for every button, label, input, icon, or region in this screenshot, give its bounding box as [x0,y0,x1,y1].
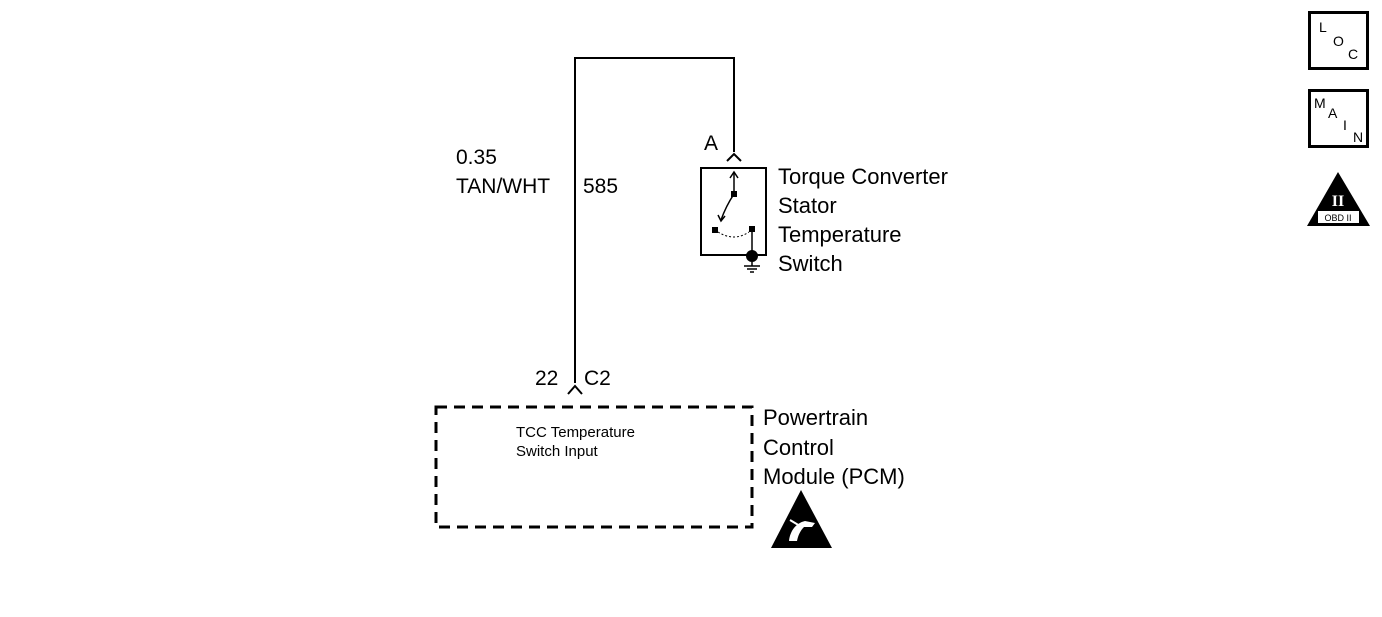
switch-box [700,167,767,256]
main-letter-m: M [1314,95,1326,111]
pcm-name-line-2: Control [763,435,834,460]
loc-letter-c: C [1348,46,1359,62]
connector-a-label: A [704,132,718,155]
connector-a-symbol [726,152,742,162]
obd-ii-icon[interactable]: II OBD II [1305,171,1372,228]
wire-circuit: 585 [583,175,618,198]
pcm-connector-id: C2 [584,367,611,390]
main-letter-n: N [1353,129,1364,145]
pcm-pin-number: 22 [535,367,558,390]
switch-name-line-4: Switch [778,251,843,276]
wire-585 [574,57,735,383]
pcm-input-line-1: TCC Temperature [516,424,635,441]
loc-letter-l: L [1319,19,1327,35]
obd-roman-numeral: II [1332,193,1344,210]
switch-name-line-3: Temperature [778,222,902,247]
esd-warning-icon [771,490,832,548]
loc-button[interactable]: L O C [1308,11,1369,70]
wire-color: TAN/WHT [456,175,550,198]
main-letter-i: I [1343,117,1347,133]
switch-name-line-2: Stator [778,193,837,218]
switch-symbol [712,170,755,252]
main-button[interactable]: M A I N [1308,89,1369,148]
obd-label: OBD II [1324,213,1351,223]
switch-name-line-1: Torque Converter [778,164,948,189]
pcm-input-line-2: Switch Input [516,443,599,460]
main-letter-a: A [1328,105,1338,121]
pcm-box [434,405,754,529]
wire-gauge: 0.35 [456,146,497,169]
pcm-name-line-3: Module (PCM) [763,464,905,489]
ground-icon [744,250,760,273]
pcm-name-line-1: Powertrain [763,405,868,430]
connector-c2-symbol [567,384,583,395]
loc-letter-o: O [1333,33,1344,49]
